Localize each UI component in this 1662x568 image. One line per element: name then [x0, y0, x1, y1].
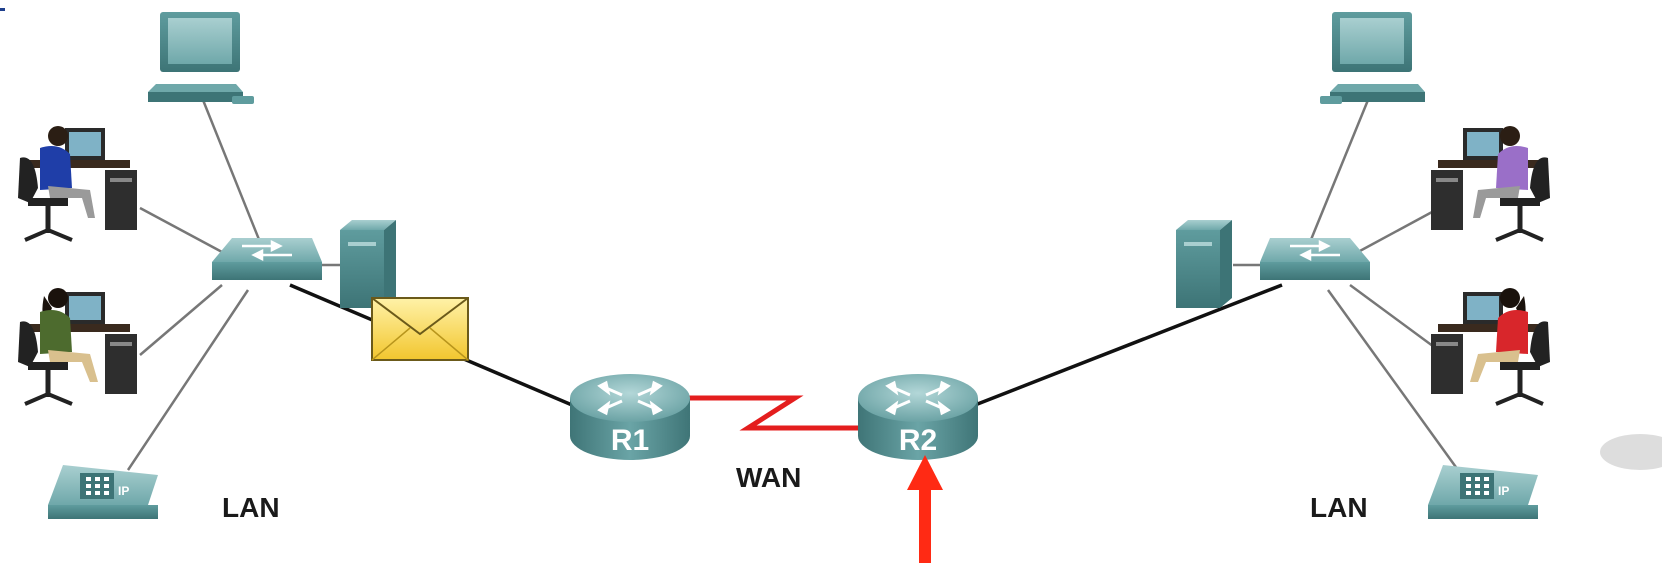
envelope-icon: [371, 297, 469, 361]
link-left-user2: [139, 284, 223, 356]
ip-phone-icon: IP: [1428, 465, 1538, 519]
user-workstation-icon: [18, 288, 137, 406]
wan-link: [686, 395, 862, 431]
link-right-pc-top: [1306, 99, 1370, 248]
link-right-phone: [1326, 289, 1460, 471]
router-r1-icon: R1: [570, 374, 690, 460]
ip-phone-badge: IP: [118, 484, 129, 498]
links: [126, 99, 1460, 471]
ip-phone-badge: IP: [1498, 484, 1509, 498]
router-r2-icon: R2: [858, 374, 978, 460]
user-workstation-icon: [18, 126, 137, 242]
router-r1-label: R1: [611, 424, 649, 457]
ip-phone-icon: IP: [48, 465, 158, 519]
user-workstation-icon: [1431, 126, 1550, 242]
link-right-user2: [1349, 283, 1446, 357]
lan-left-label: LAN: [222, 492, 280, 523]
wan-label: WAN: [736, 462, 802, 493]
desktop-pc-icon: [148, 12, 254, 104]
router-r2-label: R2: [899, 424, 937, 457]
red-arrow-icon: [907, 455, 943, 563]
link-right-user1: [1357, 203, 1446, 254]
link-left-user1: [139, 206, 223, 254]
link-right-switch-r2: [974, 283, 1283, 407]
corner-mark: [0, 8, 5, 11]
server-icon: [1176, 220, 1232, 308]
switch-icon: [1260, 238, 1370, 280]
switch-icon: [212, 238, 322, 280]
link-left-pc-top: [201, 99, 264, 248]
link-left-phone: [126, 289, 250, 471]
server-icon: [340, 220, 396, 308]
user-workstation-icon: [1431, 288, 1550, 406]
lan-right-label: LAN: [1310, 492, 1368, 523]
desktop-pc-icon: [1320, 12, 1425, 104]
shadow-mark: [1600, 434, 1662, 470]
